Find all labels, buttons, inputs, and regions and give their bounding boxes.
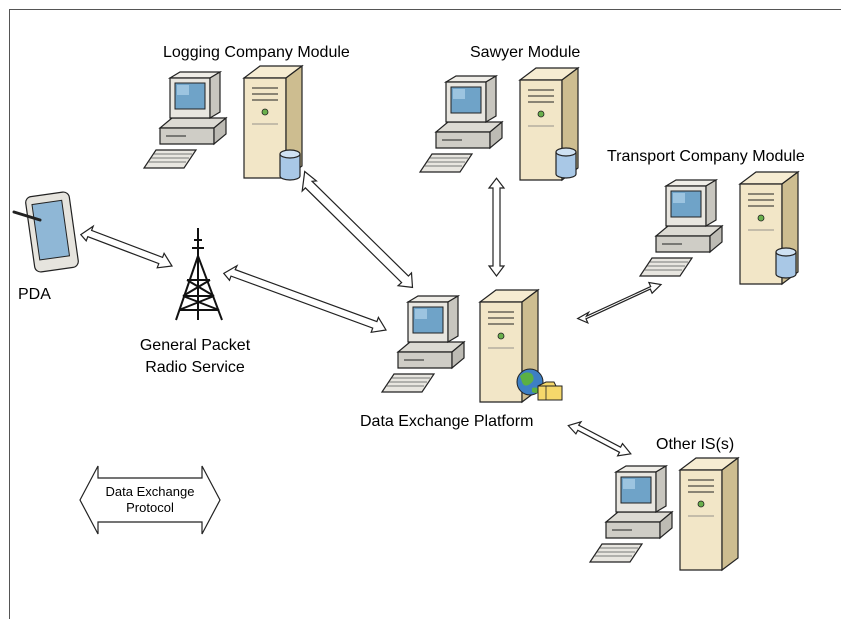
label-other-is: Other IS(s) [656, 436, 735, 453]
arrow-gprs-platform [222, 264, 387, 334]
label-gprs-line2: Radio Service [145, 359, 245, 376]
label-logging-company: Logging Company Module [163, 44, 350, 61]
arrow-transport-platform [576, 281, 663, 325]
platform-workstation [381, 295, 465, 393]
arrow-sawyer-platform [487, 177, 506, 277]
diagram-frame [9, 9, 841, 619]
arrows [79, 170, 663, 457]
other-is-workstation [589, 465, 673, 563]
arrow-pda-gprs [79, 224, 174, 269]
transport-company-workstation [639, 179, 723, 277]
label-sawyer: Sawyer Module [470, 44, 581, 61]
other-is-server [679, 457, 739, 571]
label-pda: PDA [18, 286, 51, 303]
legend-double-arrow [79, 465, 221, 535]
folder-icon [537, 381, 563, 401]
logging-company-server [243, 65, 303, 181]
gprs-antenna-icon [175, 228, 223, 321]
arrow-platform-other [567, 420, 632, 457]
legend-label-line1: Data Exchange [105, 484, 195, 499]
pda-icon [12, 191, 79, 273]
globe-icon [516, 368, 544, 396]
arrow-logging-platform [301, 170, 414, 289]
label-transport-company: Transport Company Module [607, 148, 805, 165]
sawyer-server [519, 67, 579, 181]
label-gprs-line1: General Packet [139, 337, 251, 354]
label-data-exchange-platform: Data Exchange Platform [360, 413, 534, 430]
sawyer-workstation [419, 75, 503, 173]
legend-label-line2: Protocol [126, 500, 174, 515]
transport-company-server [739, 171, 799, 285]
logging-company-workstation [143, 71, 227, 169]
